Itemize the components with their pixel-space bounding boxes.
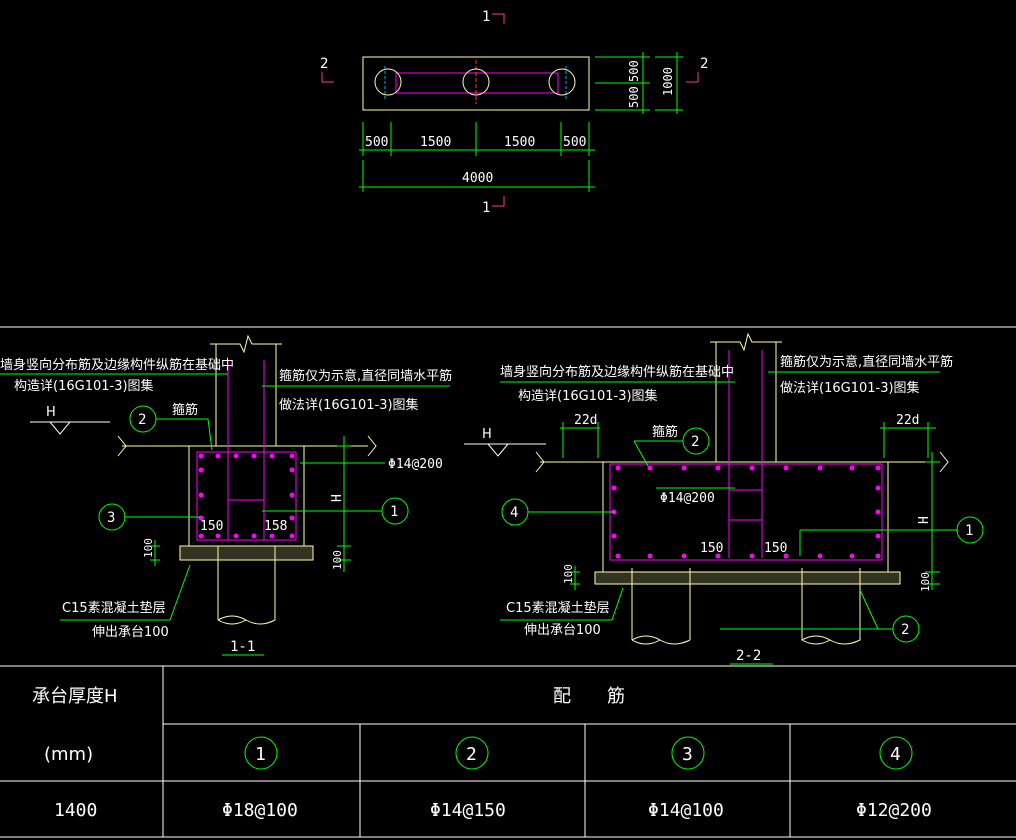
label-stirrup-2: 箍筋 xyxy=(652,424,678,440)
plan-dim-lines xyxy=(359,52,683,192)
dim-1500: 1500 xyxy=(420,135,451,150)
leaders-2 xyxy=(500,371,958,665)
section-1-1: H 墙身竖向分布筋及边缘构件纵筋在基础中 构造详(16G101-3)图集 箍筋仅… xyxy=(0,334,452,656)
pad-note-2: C15素混凝土垫层 xyxy=(506,600,610,616)
pad-extension-note: 伸出承台100 xyxy=(92,625,169,640)
section-2-2: H 墙身竖向分布筋及边缘构件纵筋在基础中 构造详(16G101-3)图集 箍筋仅… xyxy=(464,332,984,665)
dim-1500: 1500 xyxy=(504,135,535,150)
dim-150-right: 150 xyxy=(764,541,787,556)
dim-500: 500 xyxy=(365,135,388,150)
table-cell-rebar-2: Φ14@150 xyxy=(430,800,506,821)
marker-2 xyxy=(129,405,157,433)
marker-1 xyxy=(381,497,409,525)
water-level-label: H xyxy=(46,405,56,420)
table-marker-4 xyxy=(879,736,913,770)
label-stirrup: 箍筋 xyxy=(172,402,198,418)
table-cell-rebar-4: Φ12@200 xyxy=(856,800,932,821)
table-header-rebar: 配 筋 xyxy=(553,686,625,707)
section-mark-1-bottom: 1 xyxy=(482,200,490,216)
dim-150-left: 150 xyxy=(700,541,723,556)
dim-22d-right: 22d xyxy=(896,413,919,428)
pile-cap-outline xyxy=(362,56,590,111)
marker-2-label: 2 xyxy=(901,622,909,638)
dim-500-vertical: 500 xyxy=(627,86,641,108)
table-col-2: 2 xyxy=(466,744,477,765)
section-mark-2-right: 2 xyxy=(700,56,708,72)
rebar-cage-1 xyxy=(196,360,297,541)
note-stirrup-2: 箍筋仅为示意,直径同墙水平筋 xyxy=(780,354,953,370)
marker-1 xyxy=(956,516,984,544)
concrete-pad xyxy=(179,545,314,561)
marker-4-label: 4 xyxy=(510,505,518,521)
dim-22d-left: 22d xyxy=(574,413,597,428)
dim-h-2: H xyxy=(917,516,932,524)
note-rebar-anchor-ref: 构造详(16G101-3)图集 xyxy=(14,378,154,394)
pile-circle xyxy=(374,68,402,96)
wall-outline xyxy=(395,72,559,94)
rebar-table: 承台厚度H (mm) 配 筋 1 2 3 4 1400 Φ18@100 Φ14@… xyxy=(0,665,1016,838)
note-rebar-anchor-2: 墙身竖向分布筋及边缘构件纵筋在基础中 xyxy=(500,364,734,380)
table-marker-3 xyxy=(671,736,705,770)
dim-h: H xyxy=(330,494,345,502)
section-title-2-2: 2-2 xyxy=(736,648,761,664)
table-col-3: 3 xyxy=(682,744,693,765)
section-arrow-1-top xyxy=(492,13,505,24)
dim-158: 158 xyxy=(264,519,287,534)
dim-100: 100 xyxy=(562,564,575,584)
marker-1-label: 1 xyxy=(390,504,398,520)
table-col-1: 1 xyxy=(255,744,266,765)
table-header-thickness: 承台厚度H xyxy=(32,686,118,707)
table-cell-rebar-1: Φ18@100 xyxy=(222,800,298,821)
table-cell-thickness: 1400 xyxy=(54,800,97,821)
marker-2-label: 2 xyxy=(691,434,699,450)
marker-3-label: 3 xyxy=(107,510,115,526)
dim-100: 100 xyxy=(142,538,155,558)
note-stirrup: 箍筋仅为示意,直径同墙水平筋 xyxy=(279,368,452,384)
dim-1000-vertical: 1000 xyxy=(661,67,675,96)
pad-note: C15素混凝土垫层 xyxy=(62,600,166,616)
dim-500: 500 xyxy=(563,135,586,150)
section-arrow-2-left xyxy=(321,72,334,83)
concrete-pad-2 xyxy=(594,571,901,585)
dim-150: 150 xyxy=(200,519,223,534)
marker-3 xyxy=(98,503,126,531)
water-level-label-2: H xyxy=(482,427,492,442)
label-spacing-2: Φ14@200 xyxy=(660,491,715,506)
table-col-4: 4 xyxy=(890,744,901,765)
plan-view: 1 2 2 500 xyxy=(320,9,708,216)
section-title-1-1: 1-1 xyxy=(230,639,255,655)
dim-4000: 4000 xyxy=(462,171,493,186)
label-spacing: Φ14@200 xyxy=(388,457,443,472)
dim-100: 100 xyxy=(919,572,932,592)
marker-2-label: 2 xyxy=(138,412,146,428)
section-mark-1-top: 1 xyxy=(482,9,490,25)
marker-2 xyxy=(892,615,920,643)
table-marker-1 xyxy=(244,736,278,770)
note-rebar-anchor-ref-2: 构造详(16G101-3)图集 xyxy=(518,388,658,404)
section-arrow-2-right xyxy=(686,72,699,83)
marker-4 xyxy=(501,498,529,526)
leaders-1 xyxy=(0,373,450,656)
table-header-unit: (mm) xyxy=(44,744,93,765)
marker-2 xyxy=(682,427,710,455)
pile-circle xyxy=(548,68,576,96)
note-stirrup-ref: 做法详(16G101-3)图集 xyxy=(279,397,419,413)
dim-500-vertical: 500 xyxy=(627,60,641,82)
section-mark-2-left: 2 xyxy=(320,56,328,72)
rebar-dots-2 xyxy=(611,465,881,559)
section-arrow-1-bottom xyxy=(492,196,505,207)
pile-circle xyxy=(462,68,490,96)
pile-cap-section-2 xyxy=(602,461,889,573)
dim-100: 100 xyxy=(331,550,344,570)
table-marker-2 xyxy=(455,736,489,770)
table-cell-rebar-3: Φ14@100 xyxy=(648,800,724,821)
pad-extension-note-2: 伸出承台100 xyxy=(524,623,601,638)
note-rebar-anchor: 墙身竖向分布筋及边缘构件纵筋在基础中 xyxy=(0,357,234,373)
note-stirrup-ref-2: 做法详(16G101-3)图集 xyxy=(780,380,920,396)
marker-1-label: 1 xyxy=(965,523,973,539)
